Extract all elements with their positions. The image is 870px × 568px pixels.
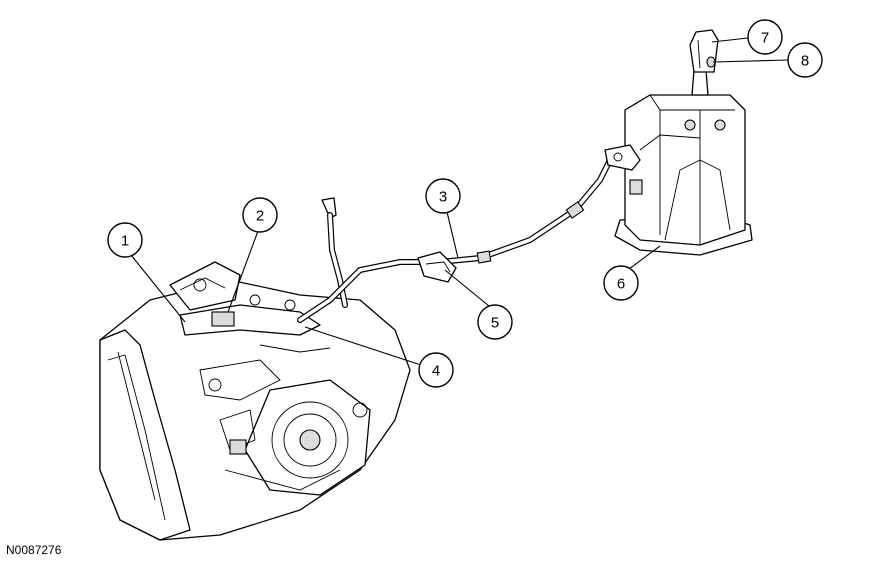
callout-6: 6 (603, 265, 639, 301)
callout-5: 5 (477, 304, 513, 340)
transmission-assembly (99, 261, 411, 541)
gearshift-assembly (604, 29, 753, 256)
leader-lines (130, 37, 789, 366)
leader-line-6 (624, 245, 661, 273)
leader-line-5 (444, 269, 490, 307)
cable-bracket (417, 251, 457, 283)
callout-5-label: 5 (491, 315, 499, 332)
leader-line-7 (711, 37, 749, 43)
callout-2-label: 2 (256, 208, 264, 225)
leader-line-2 (227, 230, 259, 313)
callout-2: 2 (242, 197, 278, 233)
callout-1-label: 1 (121, 233, 129, 250)
callout-3: 3 (425, 178, 461, 214)
leader-line-3 (446, 211, 459, 259)
callout-8-label: 8 (801, 53, 809, 70)
shift-cable (297, 157, 613, 323)
leader-line-8 (712, 59, 789, 63)
figure-id: N0087276 (6, 543, 62, 557)
callout-3-label: 3 (439, 189, 447, 206)
callout-7: 7 (747, 19, 783, 55)
callout-4: 4 (418, 352, 454, 388)
dipstick-tube (321, 197, 348, 308)
callout-4-label: 4 (432, 363, 440, 380)
callouts: 1 2 3 4 5 6 7 8 (107, 19, 823, 388)
callout-8: 8 (787, 42, 823, 78)
leader-line-1 (130, 254, 186, 323)
leader-line-4 (304, 326, 422, 366)
callout-7-label: 7 (761, 30, 769, 47)
callout-6-label: 6 (617, 276, 625, 293)
callout-1: 1 (107, 222, 143, 258)
